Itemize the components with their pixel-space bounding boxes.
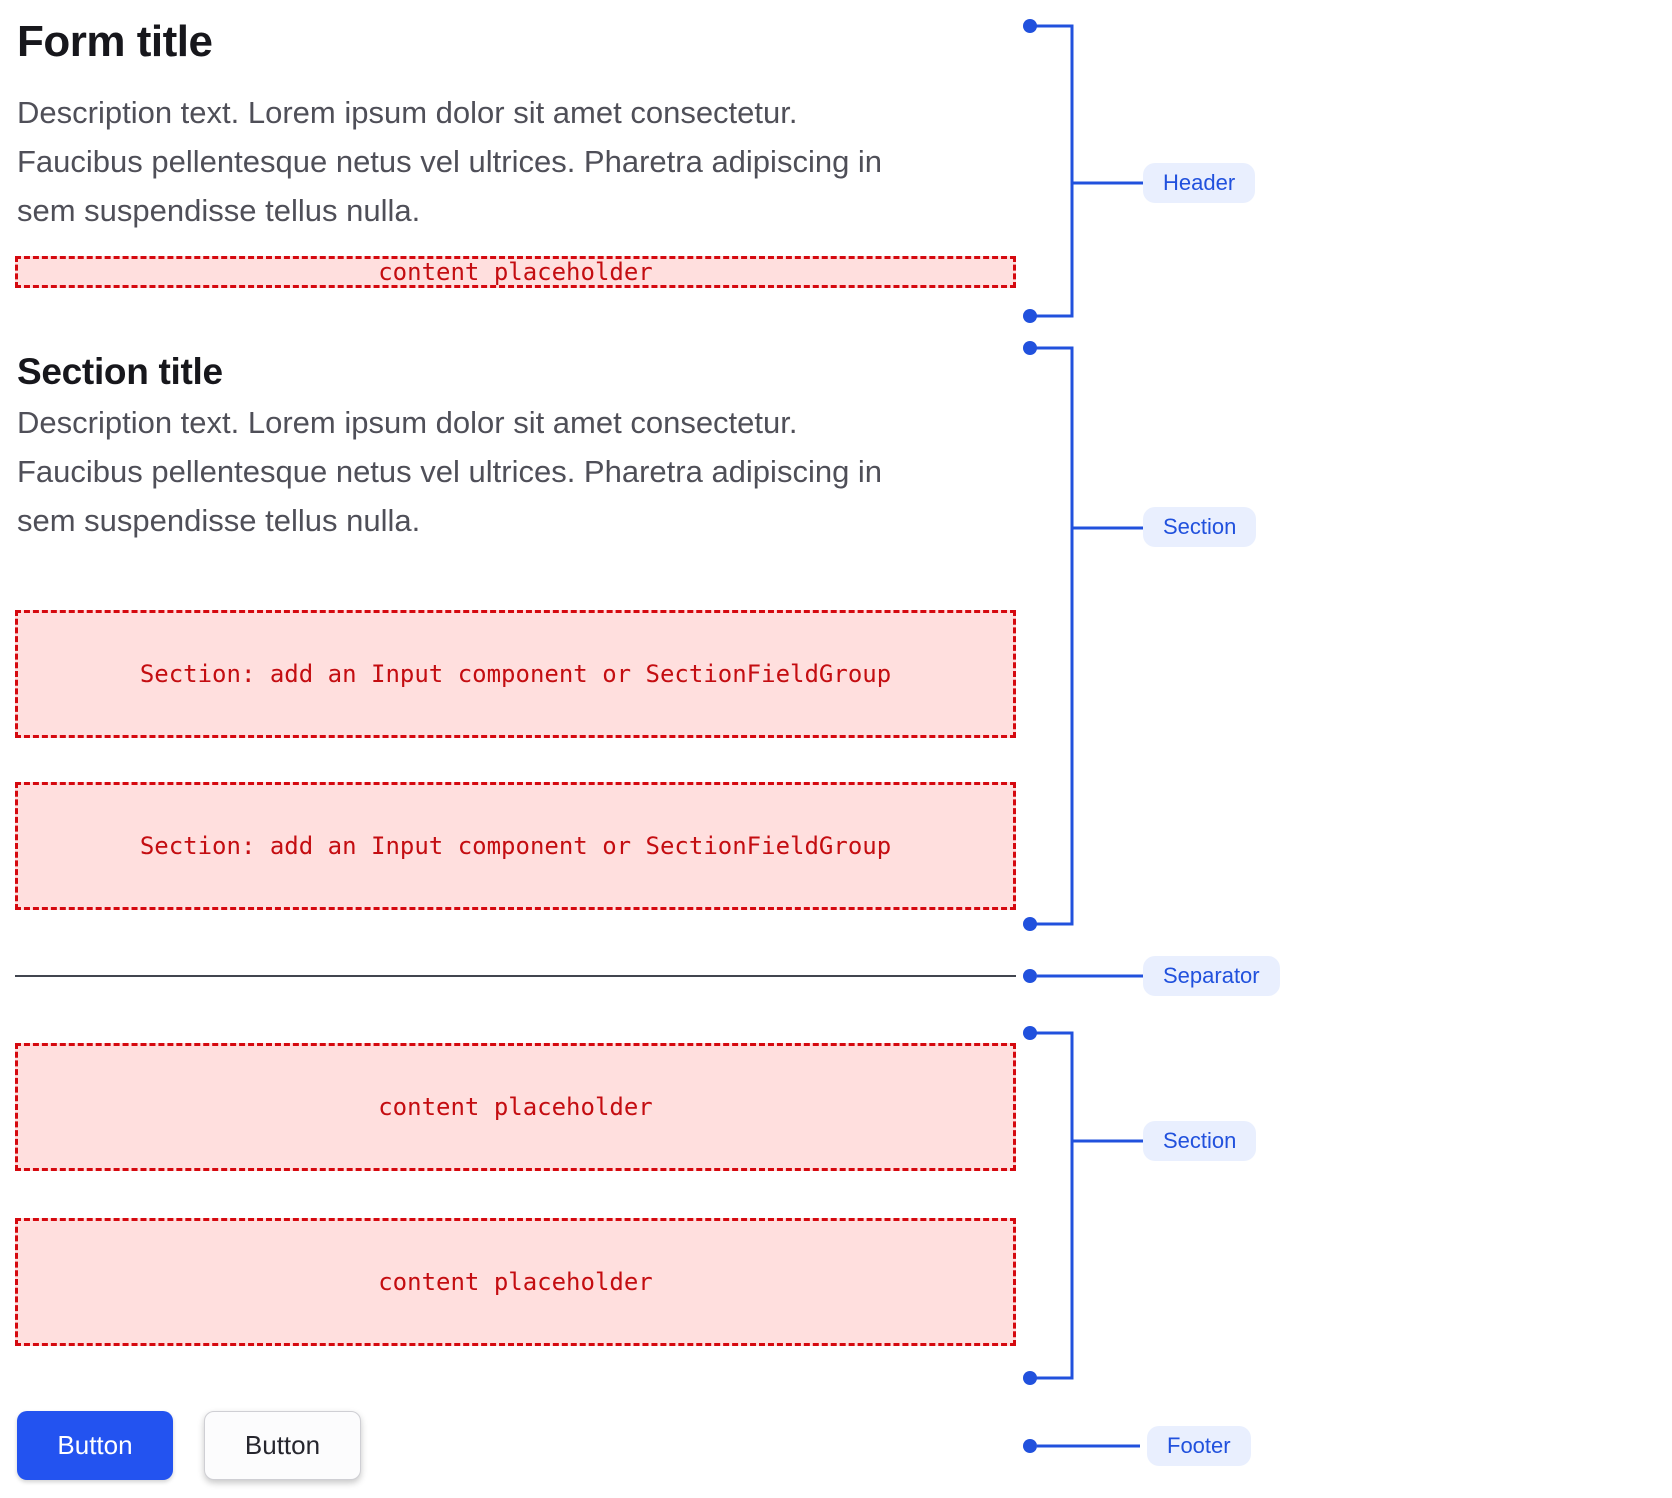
anchor-dot bbox=[1023, 19, 1037, 33]
placeholder-label: Section: add an Input component or Secti… bbox=[139, 832, 892, 860]
section-input-placeholder: Section: add an Input component or Secti… bbox=[15, 610, 1016, 738]
anchor-dot bbox=[1023, 1439, 1037, 1453]
section-annotation-label: Section bbox=[1143, 1121, 1257, 1161]
separator-line bbox=[15, 975, 1016, 977]
footer-annotation-label: Footer bbox=[1147, 1426, 1251, 1466]
header-annotation-label: Header bbox=[1143, 163, 1256, 203]
placeholder-label: content placeholder bbox=[378, 1268, 653, 1296]
section-annotation-label: Section bbox=[1143, 507, 1257, 547]
secondary-button[interactable]: Button bbox=[204, 1411, 361, 1480]
placeholder-label: content placeholder bbox=[378, 1093, 653, 1121]
header-content-placeholder: content placeholder bbox=[15, 256, 1016, 288]
anchor-dot bbox=[1023, 969, 1037, 983]
anchor-dot bbox=[1023, 1026, 1037, 1040]
section-content-placeholder: content placeholder bbox=[15, 1218, 1016, 1346]
separator-annotation-label: Separator bbox=[1143, 956, 1280, 996]
section-input-placeholder: Section: add an Input component or Secti… bbox=[15, 782, 1016, 910]
section-bracket bbox=[1030, 1031, 1074, 1380]
section-description: Description text. Lorem ipsum dolor sit … bbox=[17, 405, 883, 538]
placeholder-label: Section: add an Input component or Secti… bbox=[139, 660, 892, 688]
anchor-dot bbox=[1023, 1371, 1037, 1385]
placeholder-label: content placeholder bbox=[378, 258, 653, 286]
anchor-dot bbox=[1023, 917, 1037, 931]
header-bracket bbox=[1030, 24, 1074, 318]
form-description: Description text. Lorem ipsum dolor sit … bbox=[17, 95, 883, 228]
section-content-placeholder: content placeholder bbox=[15, 1043, 1016, 1171]
section-title: Section title bbox=[17, 351, 223, 392]
anchor-dot bbox=[1023, 309, 1037, 323]
anchor-dot bbox=[1023, 341, 1037, 355]
primary-button[interactable]: Button bbox=[17, 1411, 173, 1480]
form-title: Form title bbox=[17, 17, 213, 66]
section-bracket bbox=[1030, 346, 1074, 926]
